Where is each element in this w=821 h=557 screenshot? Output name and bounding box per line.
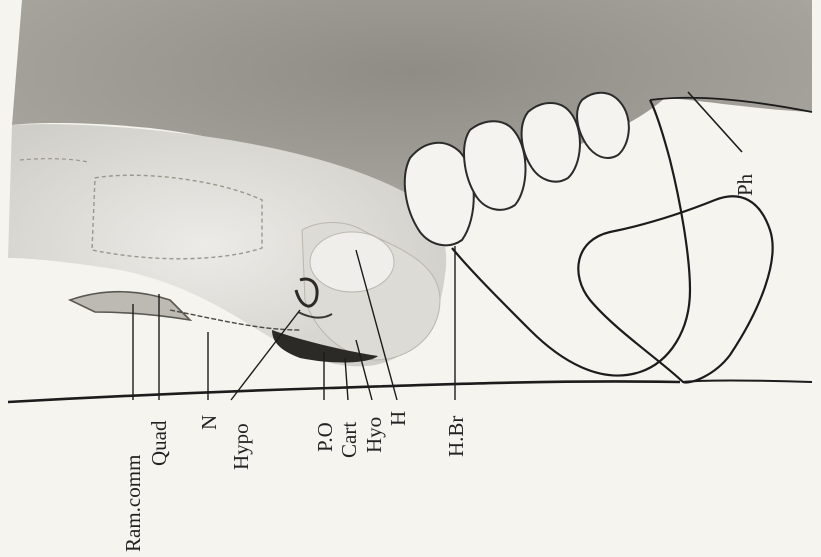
label-ram-comm: Ram.comm <box>121 455 145 552</box>
label-hbr: H.Br <box>444 416 468 457</box>
label-h: H <box>386 411 410 426</box>
label-cart: Cart <box>337 422 361 458</box>
label-ph: Ph <box>733 173 757 196</box>
label-hyo: Hyo <box>362 417 386 453</box>
hyoid-oval <box>310 232 394 292</box>
label-quad: Quad <box>147 420 171 466</box>
label-hypo: Hypo <box>229 423 253 470</box>
label-n: N <box>197 415 221 430</box>
label-po: P.O <box>313 422 337 452</box>
